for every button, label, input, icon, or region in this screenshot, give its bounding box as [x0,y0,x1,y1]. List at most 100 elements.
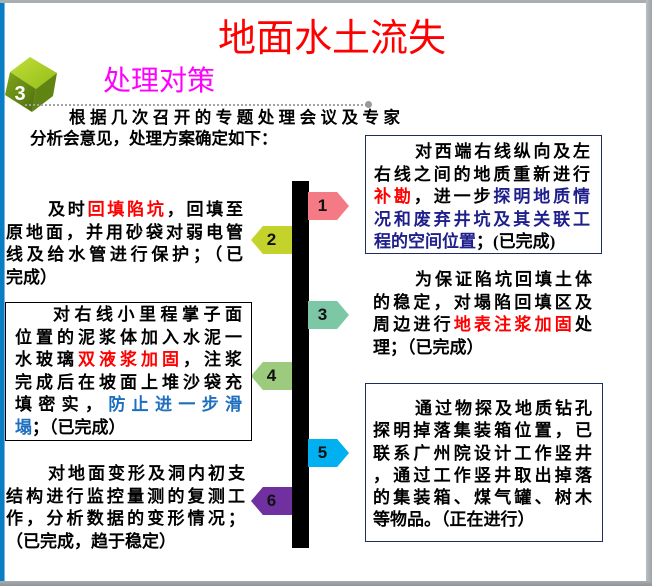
text-line: 补勘，进一步探明地质情 [374,186,590,209]
measure-text-4: 对右线小里程掌子面 位置的泥浆体加入水泥一 水玻璃双液浆加固，注浆 完成后在坡面… [15,304,242,440]
text-line: 填密实，防止进一步滑 [15,394,242,417]
highlight-red-text: 回填陷坑 [87,200,167,219]
window-frame-bottom [0,581,652,586]
section-number: 3 [14,83,25,105]
text-line: 等物品。（正在进行） [373,509,592,531]
highlight-navy-text: 程的空间位置 [374,232,476,252]
timeline-tab-3: 3 [308,301,349,329]
text-segment: 右线之间的地质重新进行 [374,164,590,184]
text-segment: 的集装箱、煤气罐、树木 [373,488,592,508]
text-segment: 原地面，并用砂袋对弱电管 [6,222,243,242]
timeline-tab-6: 6 [251,487,292,515]
text-segment: 处 [575,315,593,335]
text-segment: 对地面变形及洞内初支 [48,464,245,483]
cube-icon: 3 [5,57,57,112]
highlight-navy-text: 况和废弃井坑及其关联工 [374,209,590,229]
text-segment: 对右线小里程掌子面 [53,305,242,324]
section-title: 处理对策 [103,65,216,96]
text-line: 及时回填陷坑，回填至 [6,199,243,222]
text-segment: 探明掉落集装箱位置，已 [373,421,592,441]
highlight-blue-text: 防止进一步滑 [108,395,243,415]
text-segment: 结构进行监控量测的复测工 [6,486,245,506]
text-segment: 的稳定，对塌陷回填区及 [373,292,592,312]
text-segment: 位置的泥浆体加入水泥一 [15,327,242,347]
slide-accent-highlight [4,3,5,581]
text-line: 探明掉落集装箱位置，已 [373,420,592,442]
measure-text-6: 对地面变形及洞内初支 结构进行监控量测的复测工 作，分析数据的变形情况； （已完… [6,463,245,553]
text-line: 完成后在坡面上堆沙袋充 [15,372,242,395]
tab-number: 4 [266,366,277,385]
tab-number: 2 [266,230,277,249]
text-line: 为保证陷坑回填土体 [373,269,592,292]
text-segment: 作，分析数据的变形情况； [6,509,245,529]
text-line: ，通过工作竖井取出掉落 [373,465,592,487]
measure-text-2: 及时回填陷坑，回填至 原地面，并用砂袋对弱电管 线及给水管进行保护；（已 完成） [6,199,243,289]
text-line: 水玻璃双液浆加固，注浆 [15,349,242,372]
measure-box-4 [5,302,252,441]
status-text: 理；（已完成） [373,337,484,357]
timeline-tab-5: 5 [308,439,349,467]
timeline-tab-2: 2 [251,226,292,254]
text-segment: 周边进行 [373,315,454,335]
text-line: 右线之间的地质重新进行 [374,164,590,187]
text-line: 理；（已完成） [373,337,592,360]
highlight-red-text: 地表注浆加固 [453,315,576,335]
text-segment: ，通过工作竖井取出掉落 [373,465,592,485]
divider-end-dot [365,101,372,108]
tab-number: 6 [266,491,277,510]
text-segment: 填密实， [15,395,109,415]
text-line: 的集装箱、煤气罐、树木 [373,487,592,509]
tab-number: 1 [317,196,328,215]
measure-text-1: 对西端右线纵向及左 右线之间的地质重新进行 补勘，进一步探明地质情 况和废弃井坑… [374,141,590,254]
text-segment: 联系广州院设计工作竖井 [373,443,592,463]
tab-number: 3 [317,305,328,324]
highlight-blue-text: 塌 [15,417,32,437]
text-segment: ，进一步 [413,187,494,207]
timeline-bar [292,181,309,548]
section-number-cube-icon: 3 [2,54,60,114]
text-line: 周边进行地表注浆加固处 [373,314,592,337]
text-segment: 为保证陷坑回填土体 [415,270,592,289]
window-frame-right [646,0,652,586]
highlight-navy-text: 探明地质情 [493,187,591,207]
highlight-red-text: 双液浆加固 [78,350,183,370]
text-line: 线及给水管进行保护；（已 [6,244,243,267]
text-line: 对地面变形及洞内初支 [6,463,245,486]
text-line: 完成） [6,267,243,290]
text-segment: ，注浆 [183,350,242,370]
text-line: 塌；（已完成） [15,417,242,440]
highlight-red-text: 补勘 [374,187,414,207]
measure-text-3: 为保证陷坑回填土体 的稳定，对塌陷回填区及 周边进行地表注浆加固处 理；（已完成… [373,269,592,359]
text-segment: 水玻璃 [15,350,78,370]
text-segment: 完成后在坡面上堆沙袋充 [15,372,242,392]
text-segment: ，回填至 [166,200,244,219]
slide-accent-bar [0,3,4,581]
text-line: 位置的泥浆体加入水泥一 [15,327,242,350]
intro-line: 根据几次召开的专题处理会议及专家 [69,108,400,127]
text-line: （已完成，趋于稳定） [6,531,245,554]
text-line: 的稳定，对塌陷回填区及 [373,292,592,315]
text-line: 对西端右线纵向及左 [374,141,590,164]
intro-line: 分析会意见，处理方案确定如下： [30,128,278,148]
measure-box-1 [365,135,602,254]
text-segment: 线及给水管进行保护；（已 [6,245,243,265]
text-segment: 通过物探及地质钻孔 [415,399,592,418]
measure-text-5: 通过物探及地质钻孔 探明掉落集装箱位置，已 联系广州院设计工作竖井 ，通过工作竖… [373,398,592,532]
intro-paragraph: 根据几次召开的专题处理会议及专家 分析会意见，处理方案确定如下： [30,108,400,149]
text-segment: 及时 [48,200,88,219]
window-frame-top [0,0,652,3]
status-text: ；（已完成） [32,417,126,437]
status-text: ；(已完成) [476,232,556,252]
status-text: 完成） [6,267,57,287]
text-line: 况和废弃井坑及其关联工 [374,209,590,232]
timeline-tab-1: 1 [308,192,349,220]
tab-number: 5 [317,443,328,462]
text-line: 程的空间位置；(已完成) [374,231,590,254]
text-line: 结构进行监控量测的复测工 [6,486,245,509]
text-line: 通过物探及地质钻孔 [373,398,592,420]
text-line: 联系广州院设计工作竖井 [373,443,592,465]
measure-box-5 [365,383,603,542]
text-segment: 对西端右线纵向及左 [415,142,590,161]
slide-title: 地面水土流失 [217,18,446,60]
timeline-tab-4: 4 [251,362,292,390]
